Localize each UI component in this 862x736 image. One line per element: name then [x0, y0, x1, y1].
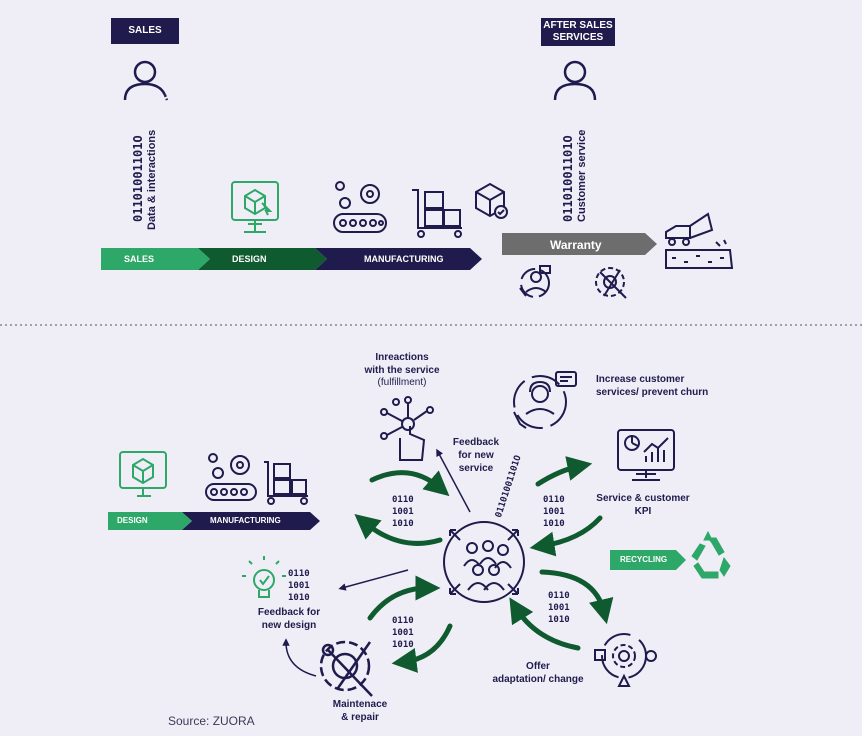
binary-block-left: 0110 1001 1010 [392, 495, 414, 529]
binary-block-lower-left: 0110 1001 1010 [392, 616, 414, 650]
binary-block-right: 0110 1001 1010 [543, 495, 565, 529]
offer-label: Offer adaptation/ change [492, 661, 584, 685]
touch-network-icon [380, 396, 434, 461]
sales-header: SALES [111, 18, 179, 44]
manufacturing-gears-icon-2 [205, 453, 257, 501]
wrench-gear-icon [595, 267, 627, 299]
trolley-boxes-icon-2 [264, 461, 308, 505]
phone-support-icon [519, 265, 551, 298]
design-monitor-icon [231, 181, 279, 233]
kpi-label: Service & customer KPI [596, 493, 690, 517]
dump-truck-icon [665, 212, 734, 269]
bottom-design-label: DESIGN [117, 516, 148, 525]
maintenance-label: Maintenace & repair [332, 699, 388, 723]
pipeline-arrows [101, 233, 657, 270]
sales-vertical-label: Data & interactions [146, 129, 158, 230]
manufacturing-gears-icon [333, 181, 387, 233]
bottom-manufacturing-label: MANUFACTURING [210, 516, 281, 525]
recycle-icon [691, 530, 731, 579]
feedback-design-label: Feedback for new design [257, 607, 321, 631]
lightbulb-icon [242, 556, 286, 598]
after-sales-person-icon [553, 60, 597, 101]
pipeline-manufacturing-label: MANUFACTURING [364, 254, 444, 264]
after-sales-header: AFTER SALES SERVICES [541, 18, 615, 46]
after-sales-vertical-label: Customer service [576, 129, 588, 222]
maintenance-gear-icon [319, 640, 373, 697]
bottom-pipeline-arrows [108, 512, 320, 530]
kpi-monitor-icon [617, 429, 675, 481]
binary-block-bulb: 0110 1001 1010 [288, 569, 310, 603]
binary-block-lower-right: 0110 1001 1010 [548, 591, 570, 625]
interactions-sublabel: (fulfillment) [377, 377, 427, 388]
package-check-icon [475, 182, 508, 219]
recycling-tag [610, 550, 686, 570]
trolley-boxes-icon [412, 189, 462, 238]
increase-services-label: Increase customer services/ prevent chur… [596, 374, 709, 398]
feedback-arrows [282, 448, 471, 677]
sales-binary: 01101001101O [131, 135, 145, 222]
feedback-service-label: Feedback for new service [452, 437, 500, 474]
interactions-label: Inreactions with the service [364, 352, 440, 376]
pipeline-design-label: DESIGN [232, 254, 267, 264]
customer-group-icon [443, 521, 525, 603]
source-label: Source: ZUORA [168, 714, 255, 728]
after-sales-binary: 01101001101O [561, 135, 575, 222]
cycle-arrows [354, 456, 614, 673]
pipeline-warranty-label: Warranty [550, 238, 602, 252]
sales-person-icon [123, 60, 169, 101]
recycling-label: RECYCLING [620, 555, 668, 564]
design-monitor-icon-2 [119, 451, 167, 497]
pipeline-sales-label: SALES [124, 254, 155, 264]
headset-support-icon [513, 371, 577, 429]
offer-gear-icon [594, 633, 657, 687]
